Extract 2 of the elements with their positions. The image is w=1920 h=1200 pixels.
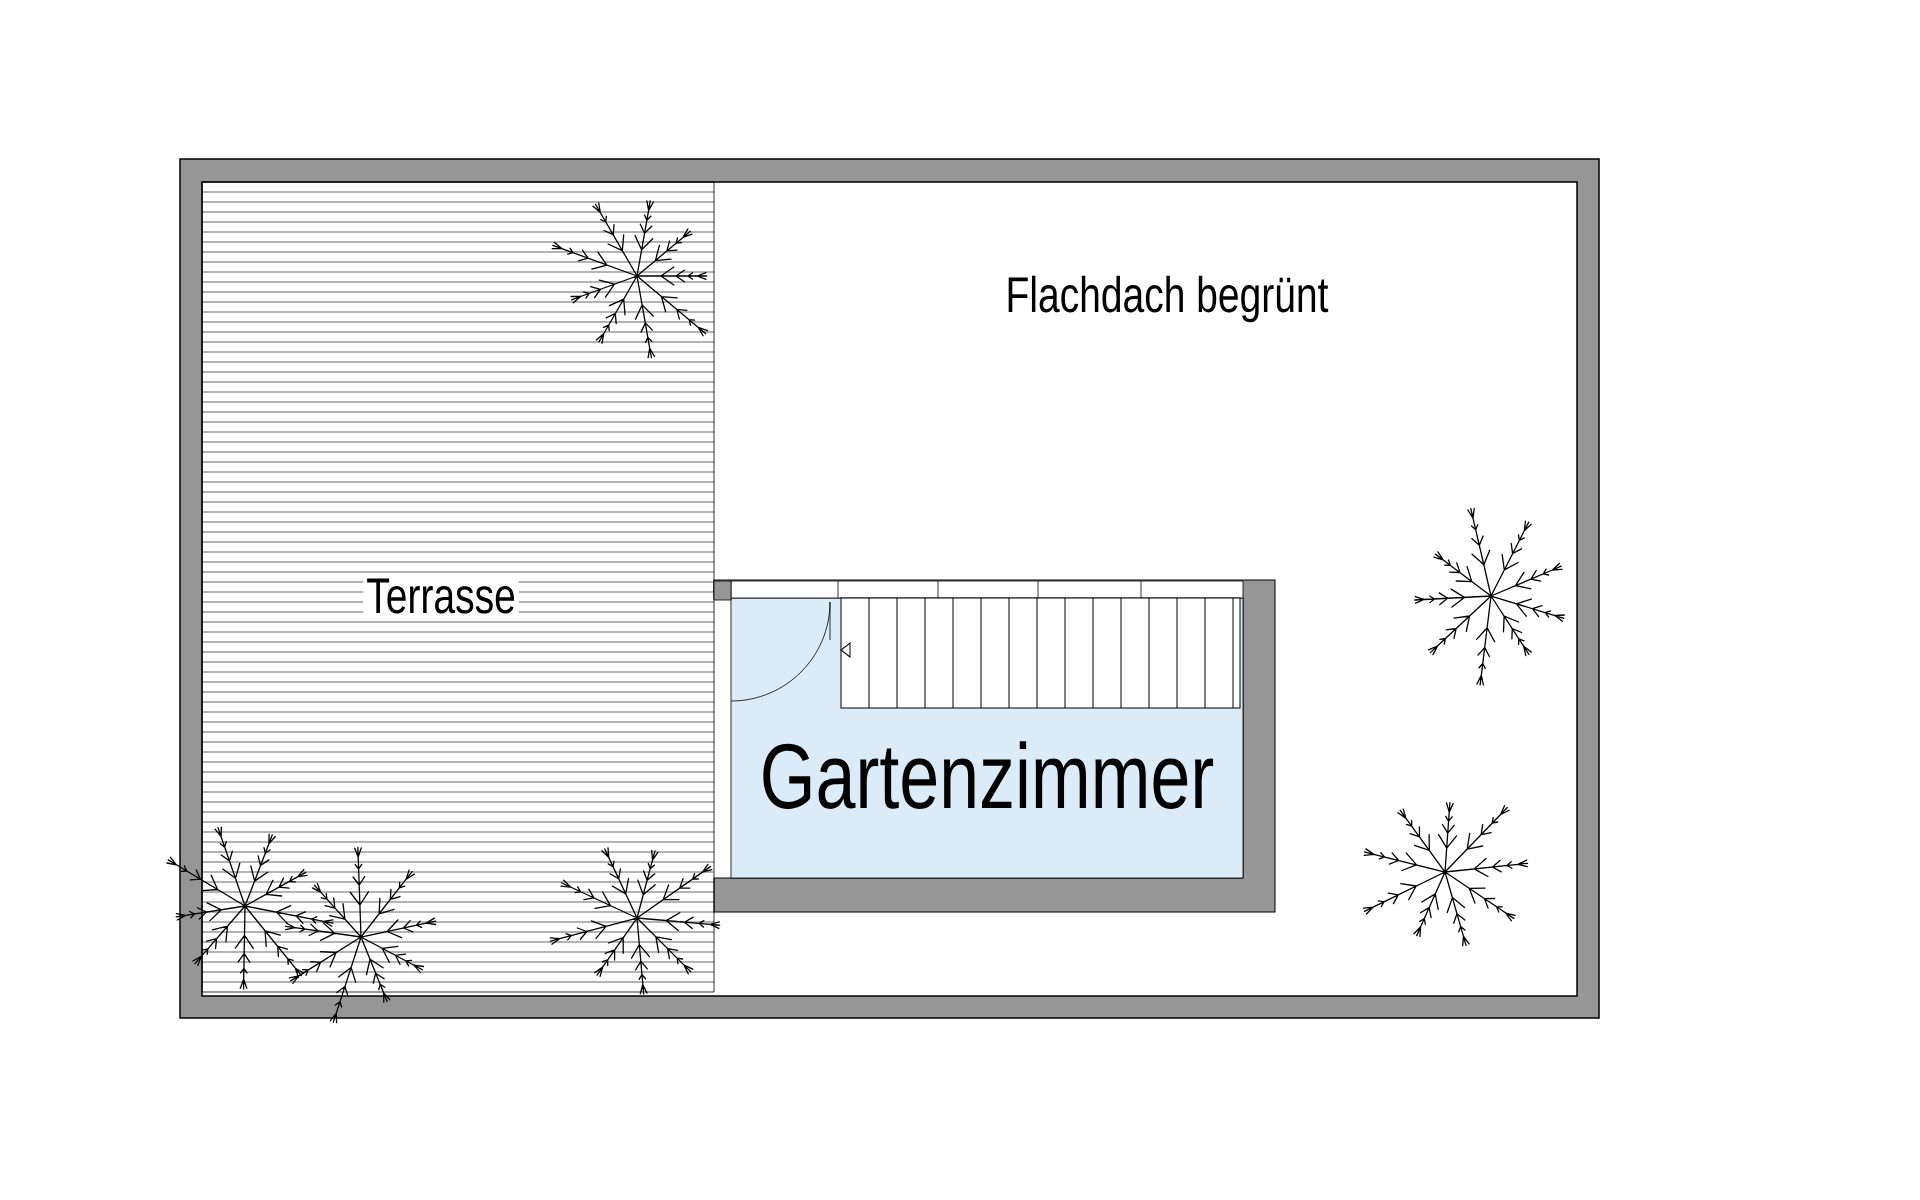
roof-label: Flachdach begrünt xyxy=(1008,275,1329,323)
terrace-area: Terrasse xyxy=(201,181,715,993)
